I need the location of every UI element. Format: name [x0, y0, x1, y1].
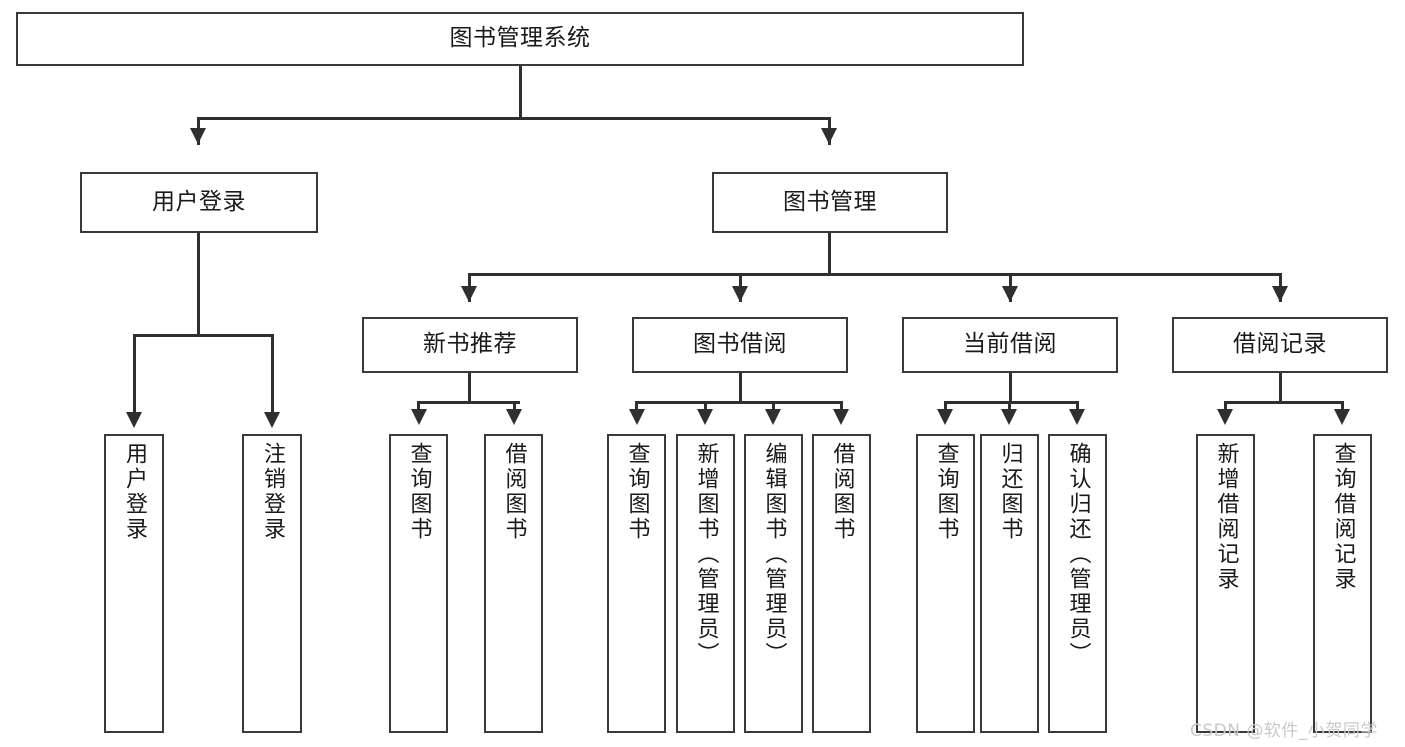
arrow-user-login-leaf-2 — [264, 412, 280, 428]
node-label: 新增图书（管理员） — [693, 442, 719, 667]
connector-root-bus — [198, 117, 831, 120]
leaf-return-book[interactable]: 归还图书 — [980, 434, 1039, 733]
arrow-user-login-leaf-1 — [126, 412, 142, 428]
node-label: 借阅图书 — [501, 442, 527, 542]
node-user-login[interactable]: 用户登录 — [80, 172, 318, 233]
connector-nbr-bus — [418, 401, 520, 404]
node-label: 新书推荐 — [423, 331, 517, 358]
connector-br-bus — [1225, 401, 1343, 404]
connector-cb-stem — [1009, 373, 1012, 403]
node-current-borrow[interactable]: 当前借阅 — [902, 317, 1118, 373]
arrow-bm-to-borrow-record — [1272, 286, 1288, 302]
connector-cb-bus — [945, 401, 1078, 404]
node-label: 用户登录 — [152, 188, 246, 215]
node-label: 查询图书 — [933, 442, 959, 542]
node-label: 归还图书 — [997, 442, 1023, 542]
arrow-cb-leaf-1 — [937, 409, 953, 425]
node-root-system[interactable]: 图书管理系统 — [16, 12, 1024, 66]
node-new-book-recommend[interactable]: 新书推荐 — [362, 317, 578, 373]
arrow-br-leaf-2 — [1334, 409, 1350, 425]
leaf-add-book[interactable]: 新增图书（管理员） — [676, 434, 735, 733]
leaf-query-book-current[interactable]: 查询图书 — [916, 434, 975, 733]
leaf-user-login[interactable]: 用户登录 — [104, 434, 164, 733]
connector-user-login-stem — [197, 233, 200, 336]
node-book-borrow[interactable]: 图书借阅 — [632, 317, 848, 373]
connector-user-login-drop-2 — [271, 334, 274, 422]
leaf-query-book-borrow[interactable]: 查询图书 — [607, 434, 666, 733]
node-label: 图书管理 — [783, 188, 877, 215]
arrow-bm-to-book-borrow — [732, 286, 748, 302]
connector-user-login-bus — [134, 334, 273, 337]
connector-book-management-stem — [828, 233, 831, 275]
node-book-management[interactable]: 图书管理 — [712, 172, 948, 233]
node-label: 确认归还（管理员） — [1065, 442, 1091, 667]
arrow-root-to-book-management — [821, 128, 837, 144]
leaf-query-book-recommend[interactable]: 查询图书 — [389, 434, 448, 733]
arrow-br-leaf-1 — [1217, 409, 1233, 425]
arrow-bm-to-new-book-recommend — [461, 286, 477, 302]
node-label: 编辑图书（管理员） — [761, 442, 787, 667]
arrow-nbr-leaf-1 — [411, 409, 427, 425]
connector-bb-bus — [636, 401, 843, 404]
connector-root-stem — [519, 66, 522, 118]
node-label: 用户登录 — [122, 442, 147, 542]
arrow-bb-leaf-1 — [629, 409, 645, 425]
leaf-logout-login[interactable]: 注销登录 — [242, 434, 302, 733]
arrow-cb-leaf-2 — [1001, 409, 1017, 425]
arrow-bm-to-current-borrow — [1002, 286, 1018, 302]
leaf-add-borrow-record[interactable]: 新增借阅记录 — [1196, 434, 1255, 733]
leaf-borrow-book[interactable]: 借阅图书 — [812, 434, 871, 733]
connector-user-login-drop-1 — [133, 334, 136, 422]
node-label: 注销登录 — [260, 442, 285, 542]
node-label: 查询图书 — [406, 442, 432, 542]
arrow-cb-leaf-3 — [1069, 409, 1085, 425]
arrow-root-to-user-login — [190, 128, 206, 144]
leaf-borrow-book-recommend[interactable]: 借阅图书 — [484, 434, 543, 733]
connector-br-stem — [1279, 373, 1282, 403]
arrow-bb-leaf-4 — [833, 409, 849, 425]
arrow-nbr-leaf-2 — [506, 409, 522, 425]
node-label: 图书管理系统 — [449, 25, 591, 52]
connector-nbr-stem — [468, 373, 471, 403]
leaf-query-borrow-record[interactable]: 查询借阅记录 — [1313, 434, 1372, 733]
node-borrow-record[interactable]: 借阅记录 — [1172, 317, 1388, 373]
connector-book-management-bus — [469, 273, 1281, 276]
node-label: 图书借阅 — [693, 331, 787, 358]
node-label: 新增借阅记录 — [1213, 442, 1239, 592]
leaf-confirm-return[interactable]: 确认归还（管理员） — [1048, 434, 1107, 733]
node-label: 当前借阅 — [963, 331, 1057, 358]
leaf-edit-book[interactable]: 编辑图书（管理员） — [744, 434, 803, 733]
arrow-bb-leaf-3 — [765, 409, 781, 425]
node-label: 查询借阅记录 — [1330, 442, 1356, 592]
arrow-bb-leaf-2 — [697, 409, 713, 425]
node-label: 借阅图书 — [829, 442, 855, 542]
connector-bb-stem — [739, 373, 742, 403]
node-label: 借阅记录 — [1233, 331, 1327, 358]
node-label: 查询图书 — [624, 442, 650, 542]
